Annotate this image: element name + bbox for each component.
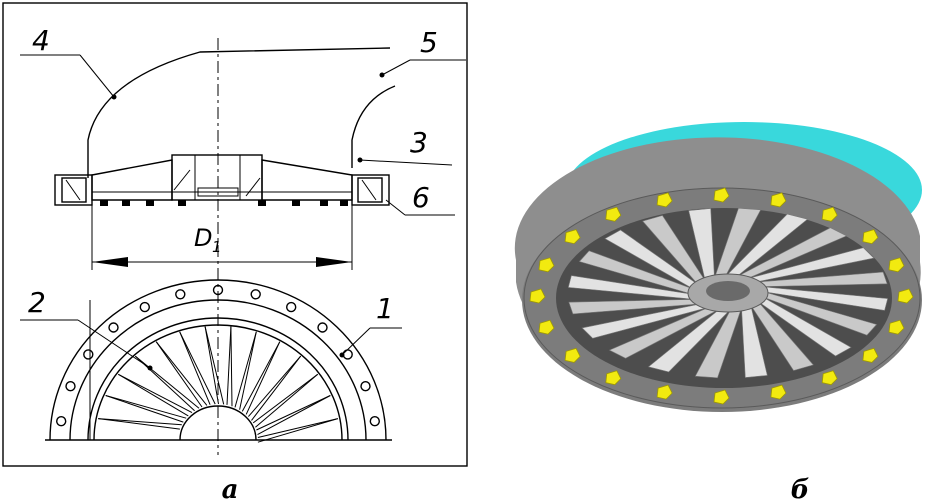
left-rim-block — [54, 174, 93, 206]
blade-line — [248, 355, 302, 417]
magnet — [888, 257, 905, 273]
callout-5-dot — [379, 72, 385, 78]
callout-5: 5 — [420, 26, 438, 59]
callout-1: 1 — [376, 292, 394, 325]
magnet — [529, 288, 546, 304]
tapered-disk — [91, 159, 173, 201]
half-view-blades — [98, 326, 338, 443]
bolt-hole — [360, 381, 371, 392]
bolt-hole — [65, 381, 76, 392]
magnet — [564, 229, 581, 245]
magnet — [656, 384, 673, 400]
bottom-bolts — [100, 200, 348, 206]
blade-line — [230, 326, 233, 407]
magnet — [656, 192, 673, 208]
blade-line — [226, 326, 232, 405]
magnet — [713, 389, 730, 405]
bolt-hole — [250, 289, 261, 300]
magnet — [821, 370, 838, 386]
magnet — [770, 192, 787, 208]
magnet — [538, 319, 555, 335]
blade-line — [257, 418, 338, 438]
inner-ring — [87, 317, 349, 441]
bolt-hole — [139, 301, 151, 313]
magnet — [897, 288, 914, 304]
callout-2-leader — [77, 319, 151, 369]
blade-line — [179, 331, 211, 405]
dim-arrow-left — [92, 257, 128, 267]
magnet — [888, 319, 905, 335]
magnets — [529, 187, 914, 405]
caption-b: б — [791, 475, 810, 504]
magnet — [770, 384, 787, 400]
callout-5-leader — [381, 59, 411, 76]
dimension-label: D — [194, 224, 212, 252]
bolt-hole — [317, 322, 328, 333]
magnet — [538, 257, 555, 273]
bolt-hole — [108, 322, 119, 333]
callout-4-dot — [111, 94, 117, 100]
blade-line — [134, 355, 200, 409]
blade-line — [234, 331, 257, 408]
dim-arrow-right — [316, 257, 352, 267]
callout-2: 2 — [28, 286, 46, 319]
blade-line — [239, 331, 257, 410]
bolt-circle-ring — [69, 299, 367, 441]
blade-line — [252, 373, 319, 424]
callout-3: 3 — [410, 126, 428, 159]
magnet — [821, 206, 838, 222]
bolt-hole — [175, 289, 186, 300]
callout-3-leader — [359, 159, 453, 166]
blade-line — [155, 341, 208, 406]
blade-line — [179, 331, 216, 405]
bolt-hole — [342, 349, 353, 360]
callout-6: 6 — [412, 181, 430, 214]
bolt-hole — [286, 301, 297, 313]
upper-housing-arc-right — [351, 85, 396, 168]
bolt-hole — [83, 349, 94, 360]
blade-line — [241, 341, 281, 412]
dimension-subscript: 1 — [212, 238, 222, 256]
magnet — [605, 206, 622, 222]
magnet — [605, 370, 622, 386]
right-rim-block — [351, 174, 390, 206]
callout-6-leader — [385, 199, 406, 216]
magnet — [862, 229, 879, 245]
magnet — [564, 347, 581, 363]
blade-line — [105, 395, 184, 423]
blade-line — [245, 341, 281, 415]
drawing-a: 4 5 3 — [2, 2, 468, 504]
bolt-hole — [56, 416, 67, 427]
blade-line — [251, 355, 302, 421]
callout-1-leader — [341, 327, 371, 356]
blade-line — [118, 373, 193, 414]
magnet — [862, 347, 879, 363]
half-view — [45, 279, 392, 443]
caption-a: а — [222, 475, 239, 504]
blade-line — [105, 395, 187, 419]
drawing-a-frame — [2, 2, 468, 467]
blade-line — [204, 326, 225, 405]
bolt-holes — [56, 284, 380, 427]
callout-4-leader — [79, 54, 115, 98]
blade-line — [204, 326, 219, 405]
blade-line — [257, 395, 331, 436]
blade-line — [255, 373, 319, 428]
blade-line — [98, 418, 180, 430]
upper-housing-arc — [87, 47, 391, 178]
bolt-hole — [369, 416, 380, 427]
drawing-b: б — [514, 122, 922, 504]
outer-ring — [49, 279, 387, 441]
blade-line — [155, 341, 203, 408]
blade-line — [118, 373, 189, 417]
blade-line — [98, 418, 182, 426]
bolt-hole — [212, 284, 224, 296]
impeller-blades — [567, 207, 889, 379]
callout-4: 4 — [32, 24, 50, 57]
magnet — [713, 187, 730, 203]
blade-line — [257, 418, 338, 443]
half-view-hub — [179, 405, 257, 441]
blade-line — [256, 395, 331, 431]
